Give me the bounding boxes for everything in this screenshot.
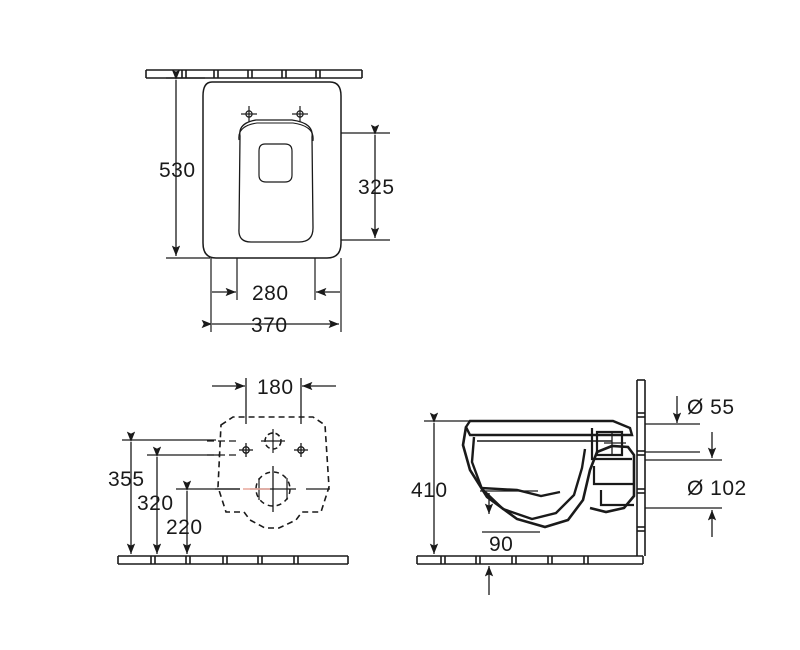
dim-label-90: 90 (489, 533, 513, 556)
plan-fixing-hole-right (292, 106, 308, 122)
dim-label-220: 220 (166, 516, 203, 539)
front-ext-180 (245, 378, 302, 424)
dim-label-370: 370 (251, 314, 288, 337)
front-view (117, 378, 349, 565)
front-outlet-55 (261, 429, 285, 453)
plan-bowl-outline (238, 119, 314, 243)
side-wall-band (636, 379, 646, 556)
dim-label-325: 325 (358, 176, 395, 199)
dim-label-410: 410 (411, 479, 448, 502)
dim-label-280: 280 (252, 282, 289, 305)
side-ext-d102 (645, 459, 722, 509)
side-bowl-inner (470, 436, 587, 521)
plan-ext-325 (341, 132, 390, 241)
plan-view (145, 69, 390, 332)
side-trap-line (480, 486, 561, 498)
plan-fixing-hole-left (241, 106, 257, 122)
dim-label-530: 530 (159, 159, 196, 182)
side-view (416, 379, 722, 595)
side-outlet-housing (590, 428, 632, 461)
front-fixing-hole-left (239, 443, 253, 457)
plan-seat-outline (202, 81, 342, 259)
side-floor-band (416, 555, 644, 565)
dim-label-355: 355 (108, 468, 145, 491)
front-floor-band (117, 555, 349, 565)
dim-label-d102: Ø 102 (687, 477, 747, 500)
front-fixing-hole-right (294, 443, 308, 457)
dimension-labels: 530 325 280 370 180 355 320 220 410 90 Ø… (108, 159, 747, 556)
dim-label-320: 320 (137, 492, 174, 515)
front-aux-dashes (207, 440, 240, 456)
dim-label-d55: Ø 55 (687, 396, 735, 419)
plan-ext-280 (236, 258, 316, 300)
side-ext-d55 (645, 423, 700, 453)
dim-label-180: 180 (257, 376, 294, 399)
plan-wall-band (145, 69, 363, 79)
plan-bowl-rim (238, 122, 314, 142)
side-wall-flange (592, 466, 634, 507)
plan-flush-aperture (258, 143, 293, 183)
plan-ext-370 (210, 258, 342, 332)
